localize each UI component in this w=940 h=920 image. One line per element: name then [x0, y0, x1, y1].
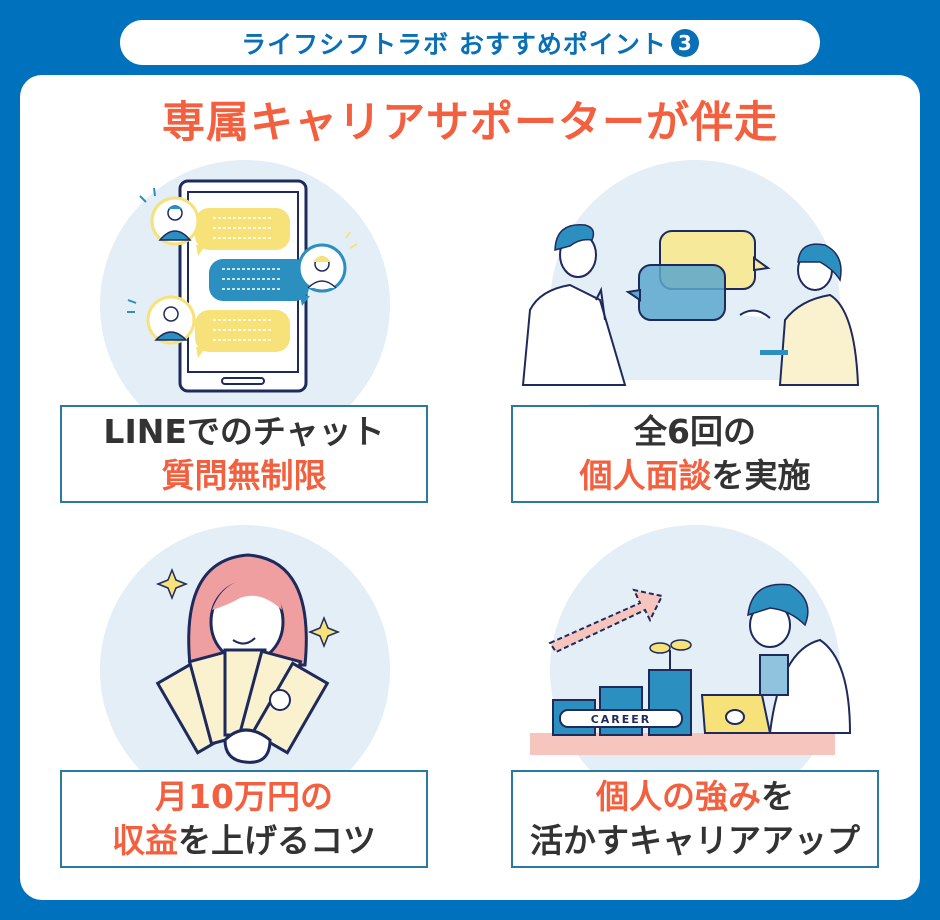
- headline: 専属キャリアサポーターが伴走: [162, 98, 778, 148]
- caption-line-2: 活かすキャリアアップ: [530, 821, 860, 860]
- feature-caption-line-chat: LINEでのチャット 質問無制限: [60, 405, 428, 503]
- feature-caption-interviews: 全6回の 個人面談を実施: [511, 405, 879, 503]
- caption-line-1: 月10万円の: [155, 777, 333, 816]
- pill-number-badge: 3: [670, 28, 699, 57]
- feature-caption-income: 月10万円の 収益を上げるコツ: [60, 770, 428, 868]
- caption-line-2: 個人面談を実施: [579, 456, 811, 495]
- caption-line-1: LINEでのチャット: [103, 412, 385, 451]
- pill-label: ライフシフトラボ おすすめポイント: [241, 29, 667, 59]
- caption-line-1: 個人の強みを: [596, 777, 794, 816]
- caption-line-2: 収益を上げるコツ: [112, 821, 376, 860]
- career-label: CAREER: [591, 713, 652, 726]
- feature-caption-career-up: 個人の強みを 活かすキャリアアップ: [511, 770, 879, 868]
- section-pill: ライフシフトラボ おすすめポイント 3: [120, 20, 820, 65]
- caption-line-2: 質問無制限: [161, 456, 327, 495]
- caption-line-1: 全6回の: [634, 412, 756, 451]
